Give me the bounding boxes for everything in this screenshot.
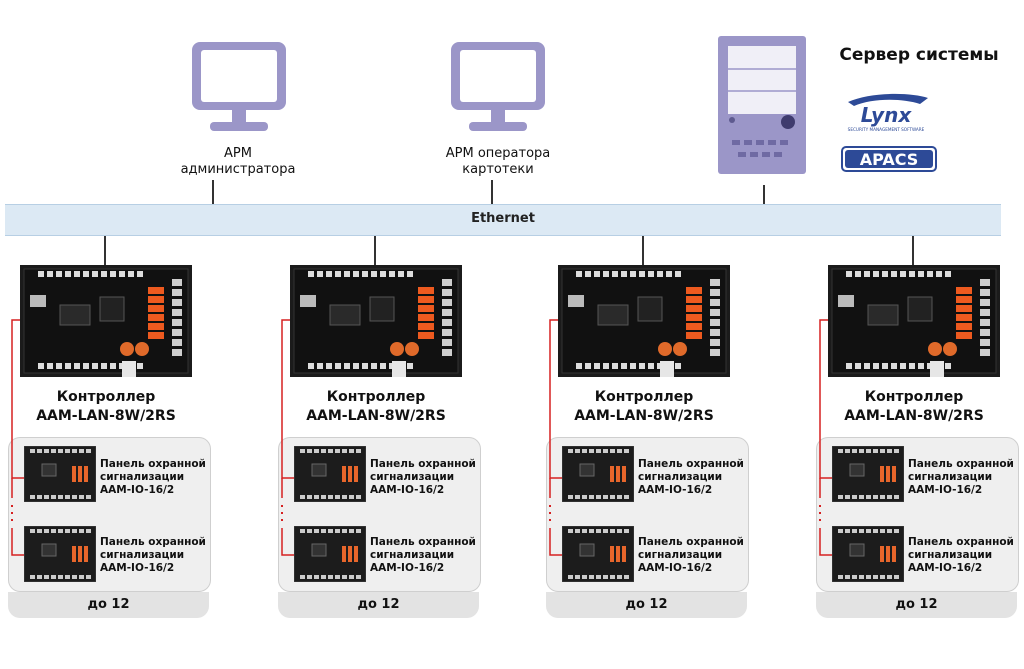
server-tower-icon [718, 36, 806, 174]
controller-label: Контроллер AAM-LAN-8W/2RS [306, 389, 446, 424]
group-count-label: до 12 [87, 597, 130, 612]
alarm-panel-image [293, 525, 367, 583]
controller-label: Контроллер AAM-LAN-8W/2RS [574, 389, 714, 424]
svg-text:Lynx: Lynx [861, 103, 913, 127]
workstation-admin [188, 40, 290, 140]
alarm-panel-image [23, 525, 97, 583]
alarm-panel-1 [293, 445, 367, 507]
rs485-bus-line [11, 319, 24, 556]
alarm-panel-1 [831, 445, 905, 507]
group-count-label: до 12 [625, 597, 668, 612]
ethernet-bus: Ethernet [5, 204, 1001, 236]
controller-group: Контроллер AAM-LAN-8W/2RS до 12 Панель о… [0, 0, 220, 669]
alarm-panel-1 [561, 445, 635, 507]
alarm-panel-image [831, 445, 905, 503]
rs485-bus-line [549, 319, 562, 556]
controller-board-image [20, 265, 192, 377]
controller-board [558, 265, 730, 377]
workstation-admin-label: АРМ администратора [180, 146, 296, 177]
controller-group: Контроллер AAM-LAN-8W/2RS до 12 Панель о… [270, 0, 490, 669]
controller-board-image [828, 265, 1000, 377]
controller-group: Контроллер AAM-LAN-8W/2RS до 12 Панель о… [538, 0, 758, 669]
alarm-panel-image [293, 445, 367, 503]
alarm-panel-image [23, 445, 97, 503]
controller-group: Контроллер AAM-LAN-8W/2RS до 12 Панель о… [808, 0, 1024, 669]
alarm-panel-image [561, 525, 635, 583]
server-title: Сервер системы [839, 45, 999, 65]
controller-board [20, 265, 192, 377]
controller-board [290, 265, 462, 377]
rs485-bus-line [819, 319, 832, 556]
group-count-label: до 12 [895, 597, 938, 612]
monitor-icon [192, 42, 286, 131]
svg-text:APACS: APACS [860, 150, 919, 169]
rs485-bus-line [281, 319, 294, 556]
alarm-panel-2 [293, 525, 367, 587]
workstation-card-operator-label: АРМ оператора картотеки [445, 146, 551, 177]
alarm-panel-2 [831, 525, 905, 587]
controller-label: Контроллер AAM-LAN-8W/2RS [36, 389, 176, 424]
svg-text:SECURITY MANAGEMENT SOFTWARE: SECURITY MANAGEMENT SOFTWARE [848, 127, 925, 132]
group-count-label: до 12 [357, 597, 400, 612]
server [718, 36, 806, 174]
apacs-logo: APACS [841, 146, 937, 172]
workstation-card-operator [447, 40, 549, 140]
alarm-panel-1 [23, 445, 97, 507]
controller-label: Контроллер AAM-LAN-8W/2RS [844, 389, 984, 424]
lynx-logo: Lynx SECURITY MANAGEMENT SOFTWARE [840, 90, 932, 134]
group-count-badge: до 12 [546, 592, 747, 618]
controller-board [828, 265, 1000, 377]
monitor-icon [451, 42, 545, 131]
alarm-panel-2 [561, 525, 635, 587]
group-count-badge: до 12 [816, 592, 1017, 618]
controller-board-image [290, 265, 462, 377]
controller-board-image [558, 265, 730, 377]
group-count-badge: до 12 [8, 592, 209, 618]
alarm-panel-image [561, 445, 635, 503]
ethernet-label: Ethernet [471, 211, 535, 226]
alarm-panel-2 [23, 525, 97, 587]
group-count-badge: до 12 [278, 592, 479, 618]
alarm-panel-image [831, 525, 905, 583]
